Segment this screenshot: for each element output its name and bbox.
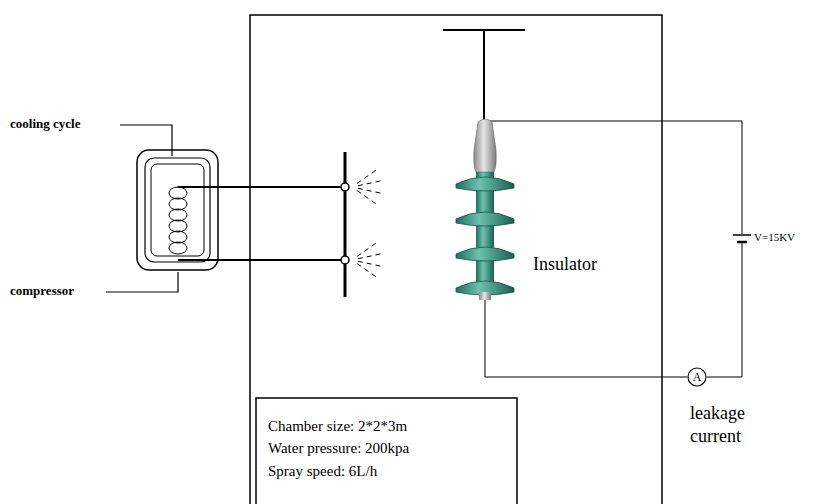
- spray-lines: [357, 169, 383, 279]
- cooling-cycle-box: [145, 158, 210, 262]
- spray-bar: [344, 152, 347, 297]
- nozzle: [341, 183, 349, 191]
- wire: [707, 243, 742, 377]
- spray-jet: [358, 253, 383, 258]
- meter-label: leakage current: [690, 402, 790, 447]
- insulator-shed: [456, 247, 514, 261]
- coil-loop: [169, 198, 187, 210]
- voltage-label: V=15KV: [754, 231, 795, 245]
- cooling-cycle-inner: [151, 164, 204, 256]
- spray-jet: [357, 169, 378, 184]
- coil-loop: [169, 220, 187, 232]
- insulator-shed: [456, 177, 514, 191]
- compressor-housing: [137, 150, 218, 270]
- coil-loop: [169, 187, 187, 199]
- coil-loop: [169, 242, 187, 254]
- battery-plate: [737, 241, 747, 244]
- insulator-shed: [456, 212, 514, 226]
- coolant-pipe: [178, 186, 345, 188]
- coil: [169, 187, 187, 254]
- note-line: Spray speed: 6L/h: [268, 463, 505, 480]
- note-line: Water pressure: 200kpa: [268, 440, 505, 457]
- leader-line: [120, 125, 172, 156]
- leader-label: compressor: [10, 283, 74, 299]
- spray-jet: [357, 263, 378, 278]
- leader-line: [106, 272, 178, 292]
- info-box: Chamber size: 2*2*3mWater pressure: 200k…: [256, 398, 517, 504]
- hanger-rod: [483, 30, 485, 122]
- insulator-pin: [479, 292, 491, 300]
- spray-jet: [358, 261, 383, 266]
- coil-loop: [169, 209, 187, 221]
- spray-jet: [358, 188, 383, 193]
- insulator-cap: [474, 119, 497, 172]
- spray-jet: [358, 180, 383, 185]
- battery-plate: [733, 234, 751, 236]
- meter-symbol: A: [686, 366, 708, 388]
- wire: [490, 121, 742, 234]
- ammeter-circle: A: [686, 366, 708, 388]
- wire: [485, 300, 687, 377]
- coil-loop: [169, 231, 187, 243]
- coolant-pipe: [178, 259, 345, 261]
- note-line: Chamber size: 2*2*3m: [268, 418, 505, 435]
- leader-label: cooling cycle: [10, 116, 80, 132]
- info-box-outline: [256, 398, 517, 504]
- part-label: Insulator: [533, 253, 597, 276]
- spray-jet: [357, 242, 378, 257]
- spray-jet: [357, 190, 378, 205]
- nozzle: [341, 256, 349, 264]
- insulator: [456, 119, 514, 300]
